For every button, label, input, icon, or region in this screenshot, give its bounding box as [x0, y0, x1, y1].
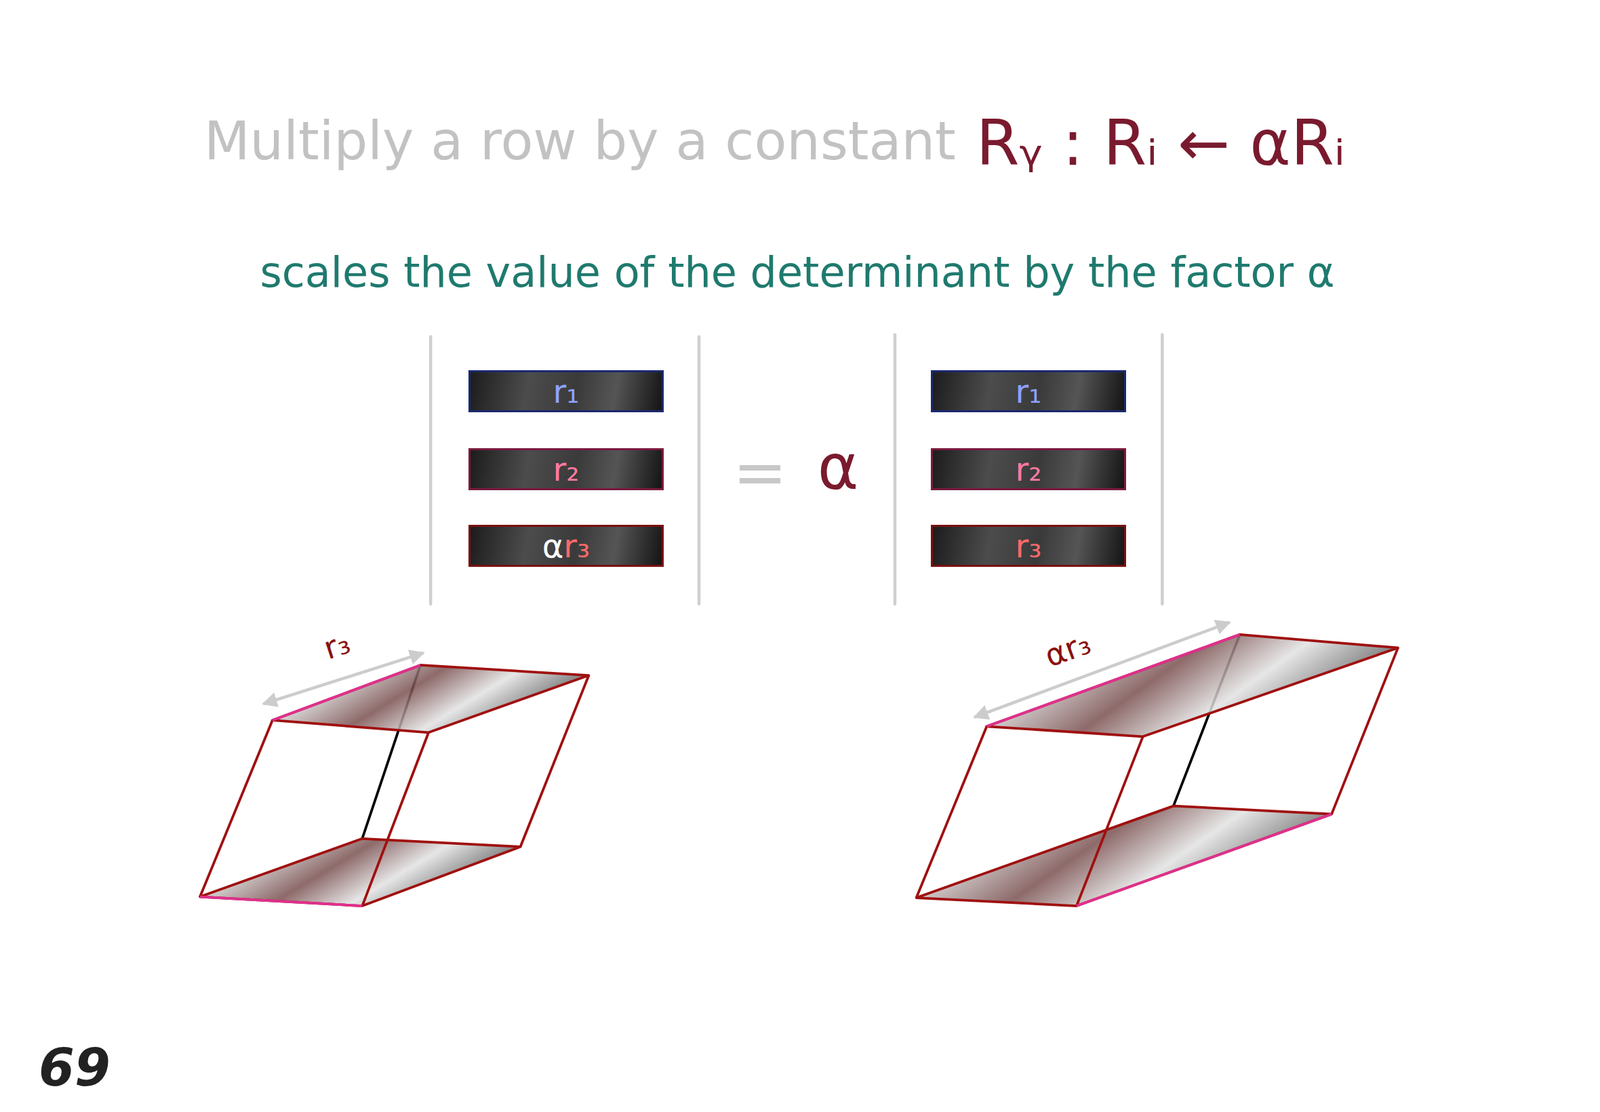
title: Multiply a row by a constant [204, 111, 956, 171]
row-operation: Rᵧ : Rᵢ ← αRᵢ [976, 109, 1346, 178]
row-label: r₂ [1015, 452, 1043, 486]
left-parallelepiped [200, 652, 589, 906]
matrix-row: r₁ [468, 370, 664, 413]
matrix-row: r₃ [930, 524, 1127, 567]
determinant-bars [430, 334, 1163, 605]
row-label: r₁ [553, 374, 580, 408]
equals-sign: = [732, 437, 788, 510]
row-label: r₂ [553, 452, 580, 486]
edge-length-label: αr₃ [1040, 625, 1096, 674]
page-number: 69 [38, 1039, 111, 1097]
matrix-row: r₁ [930, 370, 1127, 413]
row-label: r₃ [1015, 529, 1043, 563]
row-label: r₁ [1015, 374, 1043, 408]
row-label: αr₃ [542, 529, 591, 563]
scale-factor: α [817, 433, 859, 502]
edge-length-label: r₃ [319, 625, 354, 666]
matrix-row: αr₃ [468, 524, 664, 567]
subtitle: scales the value of the determinant by t… [259, 249, 1335, 296]
right-parallelepiped [916, 622, 1398, 906]
matrix-row: r₂ [468, 448, 664, 491]
matrix-row: r₂ [930, 448, 1127, 491]
